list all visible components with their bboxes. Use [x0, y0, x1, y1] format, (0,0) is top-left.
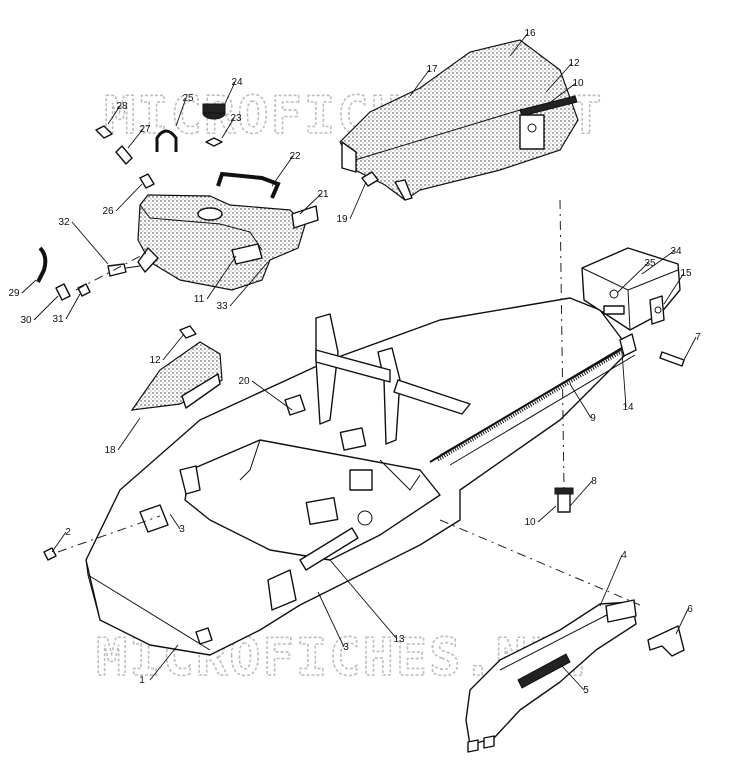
callout-7: 7: [695, 332, 701, 343]
chassis-hull: [85, 297, 636, 656]
callout-19: 19: [336, 214, 348, 225]
rear-bracket: [581, 247, 681, 331]
leader-line-3-b: [169, 513, 181, 530]
leader-line-34: [641, 250, 675, 275]
leader-line-8: [569, 480, 593, 507]
callout-24: 24: [231, 77, 243, 88]
callout-34: 34: [670, 246, 682, 257]
callout-20: 20: [238, 376, 250, 387]
console-panel: [130, 325, 223, 411]
fuel-fittings: [36, 246, 141, 301]
alignment-line-seat: [559, 199, 565, 491]
leader-line-35: [617, 262, 649, 293]
fuel-tank: [137, 194, 306, 291]
callout-31: 31: [52, 314, 64, 325]
leader-line-23: [221, 117, 235, 139]
callout-26: 26: [102, 206, 114, 217]
callout-5: 5: [583, 685, 589, 696]
callout-22: 22: [289, 151, 301, 162]
callout-8: 8: [591, 476, 597, 487]
leader-line-26: [115, 183, 143, 212]
leader-line-18: [117, 417, 141, 451]
leader-line-5: [559, 663, 585, 691]
leader-line-22: [271, 155, 294, 187]
leader-line-12: [162, 333, 185, 361]
callout-35: 35: [644, 258, 656, 269]
leader-line-28: [107, 105, 121, 125]
leader-line-15: [663, 272, 685, 305]
callout-33: 33: [216, 301, 228, 312]
leader-line-1: [149, 644, 179, 681]
bolts: [43, 351, 685, 561]
callout-27: 27: [139, 124, 151, 135]
leader-line-27: [127, 128, 144, 149]
vent-hose: [95, 125, 178, 189]
leader-line-14: [621, 351, 627, 408]
callout-30: 30: [20, 315, 32, 326]
callout-9: 9: [590, 413, 596, 424]
leader-line-9: [569, 383, 592, 419]
seat: [339, 39, 579, 201]
leader-line-16: [509, 32, 529, 57]
callout-18: 18: [104, 445, 116, 456]
callout-numbers: 1234567891011121314151617181920212223242…: [8, 28, 701, 696]
callout-6: 6: [687, 604, 693, 615]
tank-cap: [202, 103, 226, 147]
leader-line-6: [675, 608, 689, 635]
alignment-line-skid: [439, 519, 641, 606]
leader-line-10: [537, 505, 557, 523]
callout-3-b: 3: [179, 524, 185, 535]
callout-16: 16: [524, 28, 536, 39]
leader-line-30: [33, 295, 59, 321]
callout-14: 14: [622, 402, 634, 413]
fuel-line: [216, 171, 319, 229]
callout-23: 23: [230, 113, 242, 124]
callout-4: 4: [621, 550, 627, 561]
leader-line-11: [206, 255, 237, 300]
callout-1: 1: [139, 675, 145, 686]
leader-line-2: [51, 531, 67, 553]
callout-12: 12: [149, 355, 161, 366]
callout-2: 2: [65, 527, 71, 538]
callout-17: 17: [426, 64, 438, 75]
callout-15: 15: [680, 268, 692, 279]
leader-line-17: [409, 68, 431, 97]
alignment-line-fuel: [75, 251, 149, 291]
leader-line-32: [71, 221, 109, 265]
leader-line-13: [329, 559, 398, 640]
callout-12-b: 12: [568, 58, 580, 69]
callout-3: 3: [343, 642, 349, 653]
leader-line-29: [21, 279, 37, 294]
callout-10-b: 10: [572, 78, 584, 89]
callout-10: 10: [524, 517, 536, 528]
callout-13: 13: [393, 634, 405, 645]
leader-line-33: [229, 261, 269, 307]
callout-28: 28: [116, 101, 128, 112]
leader-line-7: [683, 336, 697, 361]
callout-21: 21: [317, 189, 329, 200]
leader-line-19: [349, 181, 367, 220]
leader-line-4: [599, 554, 623, 607]
leader-line-31: [65, 293, 81, 320]
skid-guard: [465, 599, 685, 753]
callout-25: 25: [182, 93, 194, 104]
leader-lines: [21, 32, 697, 691]
callout-11: 11: [194, 294, 205, 305]
tunnel-rod: [429, 333, 637, 463]
alignment-line-front: [57, 515, 161, 553]
callout-29: 29: [8, 288, 20, 299]
leader-line-12-b: [545, 62, 573, 93]
leader-line-21: [299, 193, 322, 215]
leader-line-25: [175, 97, 187, 127]
leader-line-20: [251, 380, 293, 411]
leader-line-3: [317, 591, 345, 648]
leader-line-10-b: [547, 82, 577, 105]
callout-32: 32: [58, 217, 70, 228]
leader-line-24: [223, 81, 236, 107]
